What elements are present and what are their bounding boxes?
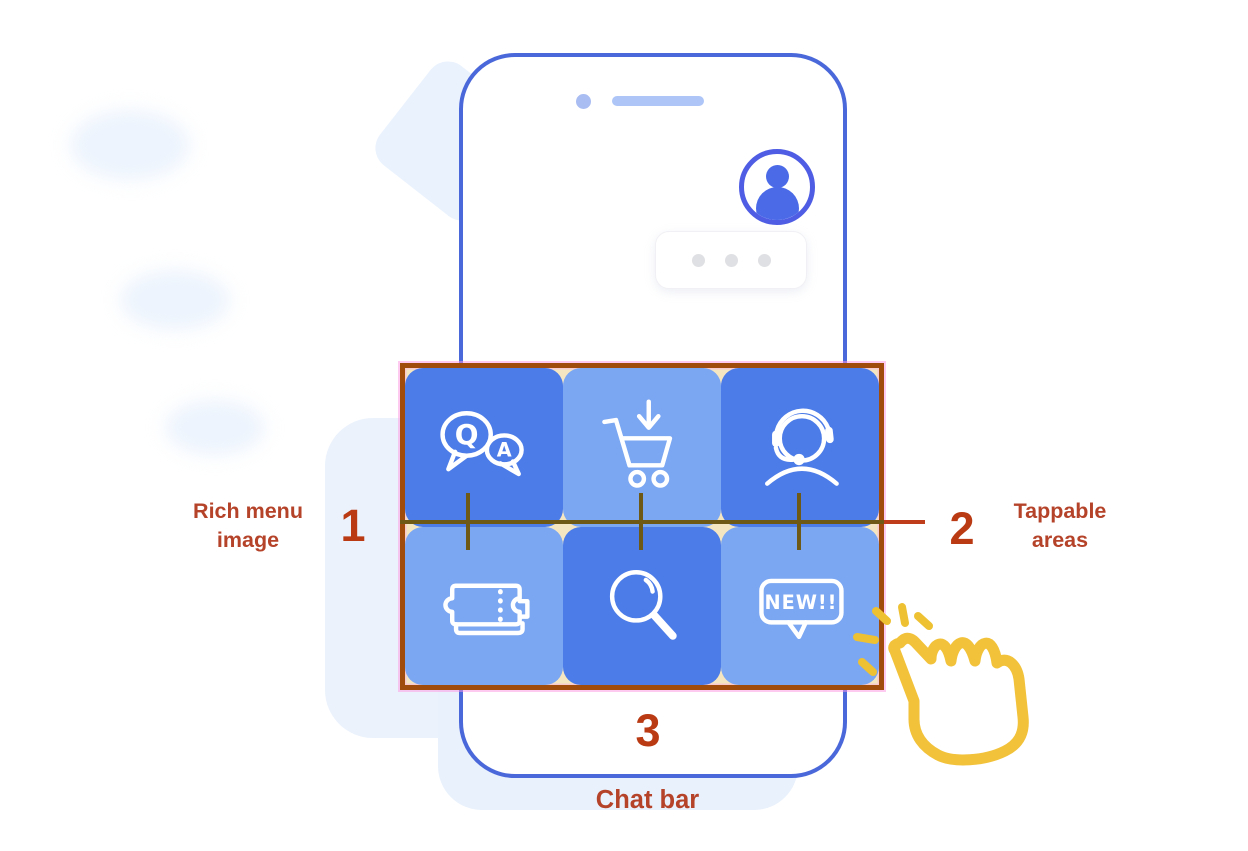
chat-bar-label: Chat bar [595, 786, 700, 814]
richmenu-cell-new[interactable]: NEW!! [721, 526, 879, 685]
richmenu-cell-search[interactable] [563, 526, 721, 685]
callout-number-3: 3 [635, 705, 661, 756]
richmenu-cell-support[interactable] [721, 368, 879, 527]
typing-dot [757, 253, 771, 267]
tap-spark-icon [853, 603, 933, 676]
typing-dot [691, 253, 705, 267]
background-blob [70, 110, 190, 180]
rich-menu-image-label: Rich menu image [193, 499, 303, 553]
phone-speaker-bar [612, 96, 704, 106]
glyph-new: NEW!! [764, 591, 837, 614]
tappable-divider-tick [466, 493, 470, 550]
tappable-divider-line-extension [884, 520, 925, 524]
avatar [739, 149, 815, 225]
tappable-divider-tick [797, 493, 801, 550]
background-blob [120, 270, 230, 330]
rich-menu-grid: Q A [400, 363, 884, 690]
new-bubble-icon: NEW!! [759, 578, 844, 639]
callout-number-1: 1 [340, 500, 366, 551]
qa-bubbles-icon: Q A [440, 411, 524, 477]
tappable-divider-tick [639, 493, 643, 550]
pointing-hand-icon [888, 632, 1029, 766]
richmenu-cell-qa[interactable]: Q A [405, 368, 563, 527]
glyph-q: Q [455, 418, 479, 451]
tap-hand-cursor [853, 603, 1029, 766]
support-headset-icon [765, 408, 839, 487]
person-shoulders [756, 187, 799, 220]
search-icon [609, 569, 677, 640]
typing-dot [724, 253, 738, 267]
ticket-icon [443, 583, 530, 635]
phone-camera-dot [576, 94, 591, 109]
person-icon [766, 165, 789, 188]
tappable-areas-label: Tappable areas [1013, 499, 1107, 553]
richmenu-cell-ticket[interactable] [405, 526, 563, 685]
background-blob [165, 400, 265, 455]
typing-bubble [655, 231, 807, 289]
cart-download-icon [602, 399, 673, 489]
glyph-a: A [497, 439, 512, 462]
callout-number-2: 2 [949, 503, 975, 554]
